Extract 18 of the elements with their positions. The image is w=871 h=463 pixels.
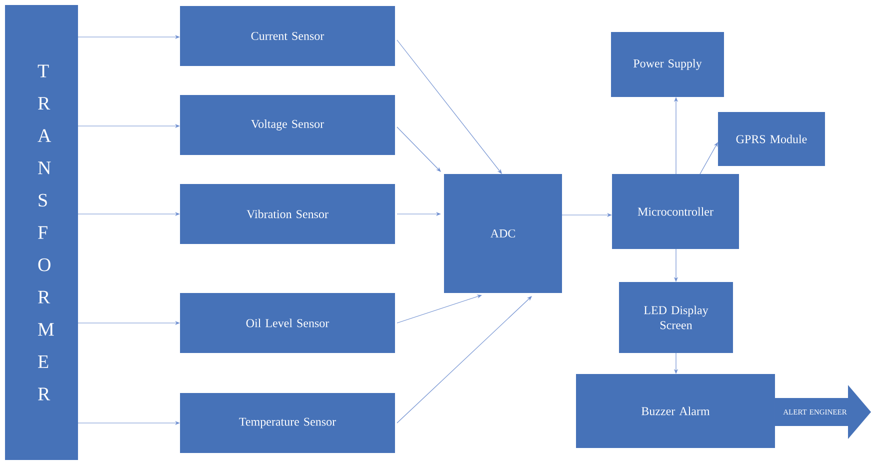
- sensor-box: Temperature Sensor: [180, 393, 395, 453]
- arrow: [396, 40, 502, 174]
- transformer-bar: [5, 5, 78, 460]
- arrow: [396, 296, 532, 424]
- arrow: [396, 126, 441, 172]
- stacked-label: T R A N S F O R M E R: [38, 64, 54, 400]
- sensor-box: Voltage Sensor: [180, 95, 395, 155]
- process-box: Buzzer Alarm: [576, 374, 775, 448]
- arrow: [700, 142, 718, 174]
- process-box: GPRS Module: [718, 112, 825, 166]
- sensor-box: Oil Level Sensor: [180, 293, 395, 353]
- process-box: Microcontroller: [612, 174, 739, 249]
- sensor-box: Vibration Sensor: [180, 184, 395, 244]
- process-box: LED Display Screen: [619, 282, 733, 353]
- arrow: [396, 294, 482, 324]
- adc-box: ADC: [444, 174, 562, 293]
- sensor-box: Current Sensor: [180, 6, 395, 66]
- process-box: Power Supply: [611, 32, 724, 97]
